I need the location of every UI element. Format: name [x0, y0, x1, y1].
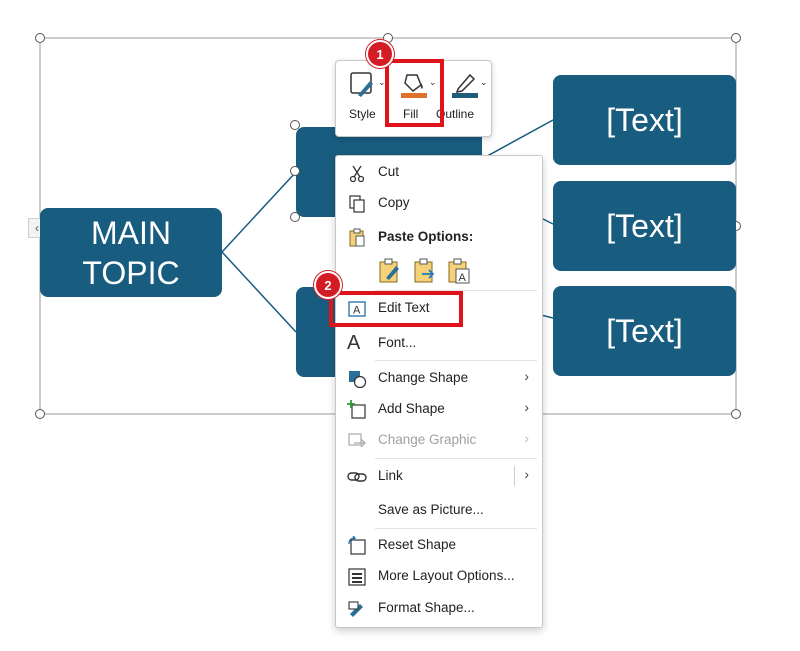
reset-shape-icon: [348, 536, 366, 555]
outline-button[interactable]: ⌄ Outline: [436, 61, 490, 136]
menu-item-label: More Layout Options...: [378, 568, 515, 583]
menu-item-label: Paste Options:: [378, 229, 474, 244]
menu-item-label: Font...: [378, 335, 417, 350]
menu-item-label: Cut: [378, 164, 400, 179]
menu-item-label: Edit Text: [378, 300, 430, 315]
menu-separator: [375, 360, 537, 361]
chevron-right-icon: ›: [524, 430, 529, 446]
link-icon: [347, 472, 367, 482]
frame-handle-tl[interactable]: [35, 33, 45, 43]
shape-handle-bl[interactable]: [290, 212, 300, 222]
chevron-left-icon: ‹: [35, 221, 39, 235]
chevron-right-icon: ›: [524, 368, 529, 384]
frame-handle-bl[interactable]: [35, 409, 45, 419]
paint-bucket-icon: [401, 74, 427, 98]
menu-item-label: Change Graphic: [378, 432, 477, 447]
text-shape-3-label: [Text]: [606, 313, 683, 349]
step-1-badge: 1: [366, 40, 394, 68]
connector-right-bottom: [540, 314, 554, 319]
menu-item-edit-text[interactable]: A Edit Text: [335, 294, 541, 322]
menu-item-more-layout-options[interactable]: More Layout Options...: [335, 562, 541, 590]
shape-style-icon: [350, 72, 373, 97]
connector-lower: [221, 251, 297, 333]
menu-item-save-as-picture[interactable]: Save as Picture...: [335, 496, 541, 524]
menu-item-cut[interactable]: Cut: [335, 158, 541, 186]
change-shape-icon: [349, 371, 367, 389]
scissors-icon: [349, 165, 365, 183]
menu-separator: [375, 458, 537, 459]
menu-item-copy[interactable]: Copy: [335, 189, 541, 217]
text-shape-2[interactable]: [Text]: [553, 181, 736, 271]
text-shape-1-label: [Text]: [606, 102, 683, 138]
main-topic-line1: MAIN: [91, 214, 171, 251]
menu-separator: [375, 528, 537, 529]
menu-item-label: Copy: [378, 195, 410, 210]
step-1-number: 1: [376, 46, 384, 62]
svg-text:A: A: [459, 272, 467, 284]
link-split-divider: [514, 466, 515, 486]
paste-text-only-icon[interactable]: A: [447, 258, 471, 284]
add-shape-icon: [347, 400, 366, 419]
change-graphic-icon: [348, 433, 366, 448]
menu-item-label: Change Shape: [378, 370, 469, 385]
connector-right-top: [479, 119, 554, 161]
fill-button[interactable]: ⌄ Fill: [391, 61, 441, 136]
pen-outline-icon: [452, 73, 478, 98]
svg-text:A: A: [353, 305, 361, 317]
step-2-badge: 2: [314, 271, 342, 299]
clipboard-icon: [349, 228, 365, 247]
mini-toolbar: ⌄ Style ⌄ Fill ⌄ Outline: [335, 60, 492, 137]
menu-separator: [375, 290, 537, 291]
fill-label: Fill: [403, 107, 419, 121]
connector-upper: [221, 171, 297, 253]
text-shape-3[interactable]: [Text]: [553, 286, 736, 376]
main-topic-line2: TOPIC: [82, 254, 180, 291]
copy-icon: [349, 195, 365, 213]
edit-text-highlight-box: [329, 291, 463, 327]
step-2-number: 2: [324, 277, 332, 293]
chevron-down-icon: ⌄: [378, 77, 386, 87]
menu-item-change-shape[interactable]: Change Shape ›: [335, 364, 541, 392]
context-menu: [335, 155, 543, 628]
shape-handle-ml[interactable]: [290, 166, 300, 176]
menu-item-format-shape[interactable]: Format Shape...: [335, 594, 541, 622]
menu-item-paste-options: Paste Options:: [335, 223, 541, 251]
fill-highlight-box: [385, 59, 444, 127]
text-shape-2-label: [Text]: [606, 208, 683, 244]
menu-item-font[interactable]: A Font...: [335, 329, 541, 357]
outline-label: Outline: [436, 107, 475, 121]
edit-text-icon: A: [348, 301, 366, 317]
main-topic-shape[interactable]: MAIN TOPIC: [40, 208, 222, 297]
chevron-right-icon: ›: [524, 399, 529, 415]
menu-item-reset-shape[interactable]: Reset Shape: [335, 531, 541, 559]
frame-handle-br[interactable]: [731, 409, 741, 419]
menu-item-label: Save as Picture...: [378, 502, 484, 517]
frame-handle-tr[interactable]: [731, 33, 741, 43]
paste-destination-theme-icon[interactable]: [378, 258, 402, 284]
connector-right-mid: [540, 217, 554, 225]
font-icon: A: [347, 332, 361, 354]
menu-item-add-shape[interactable]: Add Shape ›: [335, 395, 541, 423]
shape-handle-tl[interactable]: [290, 120, 300, 130]
menu-item-label: Reset Shape: [378, 537, 457, 552]
menu-item-label: Link: [378, 468, 403, 483]
chevron-down-icon: ⌄: [429, 77, 437, 87]
format-shape-icon: [348, 601, 363, 617]
paste-source-format-icon[interactable]: [413, 258, 437, 284]
menu-item-label: Format Shape...: [378, 600, 475, 615]
layout-options-icon: [348, 568, 366, 586]
menu-item-link[interactable]: Link ›: [335, 462, 541, 490]
chevron-right-icon[interactable]: ›: [524, 466, 529, 482]
chevron-down-icon: ⌄: [480, 77, 488, 87]
menu-item-label: Add Shape: [378, 401, 445, 416]
menu-item-change-graphic: Change Graphic ›: [335, 426, 541, 454]
style-button[interactable]: ⌄ Style: [336, 61, 388, 136]
style-label: Style: [349, 107, 376, 121]
text-shape-1[interactable]: [Text]: [553, 75, 736, 165]
